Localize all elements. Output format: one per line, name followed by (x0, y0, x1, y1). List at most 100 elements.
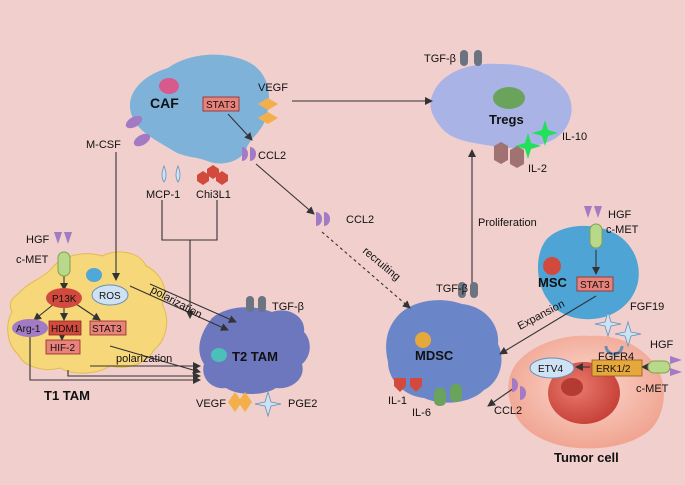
il2-text: IL-2 (528, 163, 547, 175)
ccl2-caf-text: CCL2 (258, 150, 286, 162)
erk12-text: ERK1/2 (596, 364, 631, 375)
triangle-ligand-icon (670, 368, 682, 376)
msc-nucleus (543, 257, 561, 275)
arrow-stat3-t2 (109, 345, 201, 374)
tgfb-mdsc-text: TGF-β (436, 283, 468, 295)
arrow-ccl2-ccl2 (255, 163, 315, 215)
vegf-t2-text: VEGF (196, 398, 226, 410)
arrow-p13k-arg1 (33, 303, 55, 321)
caf-nucleus (159, 78, 179, 94)
mcp1-ligand-icon (161, 164, 167, 183)
hgf-msc-text: HGF (608, 209, 632, 221)
pge2-text: PGE2 (288, 398, 317, 410)
tgfb-receptor-icon (458, 282, 466, 298)
etv4-oval (529, 357, 575, 379)
t2-nucleus (211, 348, 227, 362)
arrow-caf-t2 (161, 200, 218, 241)
tumor-nucleus (548, 362, 620, 424)
triangle-ligand-icon (64, 232, 72, 244)
p13k-oval (46, 288, 82, 308)
hexagon-icon (494, 142, 508, 164)
arrow-p13k-stat3 (75, 303, 101, 321)
chi3l1-ligand-icon (197, 171, 209, 185)
stat3-t1-text: STAT3 (92, 324, 122, 335)
receptor-icon (57, 251, 71, 277)
star-icon (594, 310, 622, 338)
hdm1-box (48, 320, 82, 336)
etv4-text: ETV4 (538, 364, 563, 375)
il10-text: IL-10 (562, 131, 587, 143)
tregs-label: Tregs (489, 112, 524, 127)
star-icon (614, 320, 642, 348)
hdm1-text: HDM1 (51, 324, 80, 335)
treg-nucleus (493, 87, 525, 109)
m-csf-ligand-icon (133, 133, 151, 147)
ccl2-ligand-icon (512, 378, 518, 392)
arrow-arg1-t2 (29, 336, 201, 384)
il1-ligand-icon (394, 378, 406, 392)
arg1-text: Arg-1 (16, 324, 41, 335)
fgf19-text: FGF19 (630, 301, 664, 313)
cmet-t1-text: c-MET (16, 254, 49, 266)
il6-ligand-icon (434, 388, 446, 406)
arg1-oval (12, 319, 48, 337)
ccl2-ligand-icon (520, 386, 526, 400)
proliferation-label: Proliferation (478, 217, 537, 229)
stat3-t1-box (89, 320, 127, 336)
arrow-t1-ros-t2 (129, 285, 229, 331)
hexagon-icon (510, 146, 524, 168)
vegf-diamond-icon (238, 392, 252, 412)
il6-ligand-icon (450, 384, 462, 402)
msc-cell (537, 225, 639, 320)
tgfb-receptor-icon (474, 50, 482, 66)
arrow-msc-mdsc (499, 295, 597, 355)
tgfb-receptor-icon (246, 296, 254, 312)
star-icon (254, 390, 282, 418)
vegf-diamond-icon (228, 392, 242, 412)
tgfb-receptor-icon (470, 282, 478, 298)
vegf-caf-text: VEGF (258, 82, 288, 94)
tumor-label: Tumor cell (554, 450, 619, 465)
star-icon (515, 133, 541, 159)
caf-label: CAF (150, 95, 179, 111)
arrow-ccl2-mdsc (321, 231, 411, 309)
star-icon (532, 120, 558, 146)
cmet-msc-text: c-MET (606, 224, 639, 236)
expansion-label: Expansion (516, 298, 567, 333)
chi3l1-ligand-icon (216, 171, 228, 185)
ros-text: ROS (99, 291, 121, 302)
receptor-icon (589, 223, 603, 249)
vegf-diamond-icon (258, 112, 278, 124)
erk12-box (591, 359, 643, 377)
triangle-ligand-icon (594, 206, 602, 218)
mdsc-nucleus (415, 332, 431, 348)
vegf-diamond-icon (258, 98, 278, 110)
tgfb-t2-text: TGF-β (272, 301, 304, 313)
hgf-t1-text: HGF (26, 234, 50, 246)
hgf-tumor-text: HGF (650, 339, 674, 351)
ccl2-ligand-icon (324, 212, 330, 226)
mdsc-label: MDSC (415, 348, 454, 363)
mcp1-ligand-icon (175, 164, 181, 183)
mcp1-text: MCP-1 (146, 189, 180, 201)
stat3-caf-text: STAT3 (206, 100, 236, 111)
ccl2-ligand-icon (242, 147, 248, 161)
polarization-label-2: polarization (116, 353, 172, 365)
p13k-text: P13K (52, 294, 77, 305)
tgfb-tregs-text: TGF-β (424, 53, 456, 65)
tumor-nucleolus (561, 378, 583, 396)
stat3-caf-box (202, 96, 240, 112)
m-csf-ligand-icon (125, 115, 143, 129)
t2-tam-label: T2 TAM (232, 349, 278, 364)
arrow-hdm1-t2 (67, 370, 201, 380)
il1-text: IL-1 (388, 395, 407, 407)
ros-oval (91, 284, 129, 306)
stat3-msc-box (576, 276, 614, 292)
ccl2-tumor-text: CCL2 (494, 405, 522, 417)
arrow-stat3-ccl2 (227, 113, 253, 141)
chi3l1-text: Chi3L1 (196, 189, 231, 201)
hif2-box (45, 339, 81, 355)
triangle-ligand-icon (584, 206, 592, 218)
ccl2-ligand-icon (316, 212, 322, 226)
